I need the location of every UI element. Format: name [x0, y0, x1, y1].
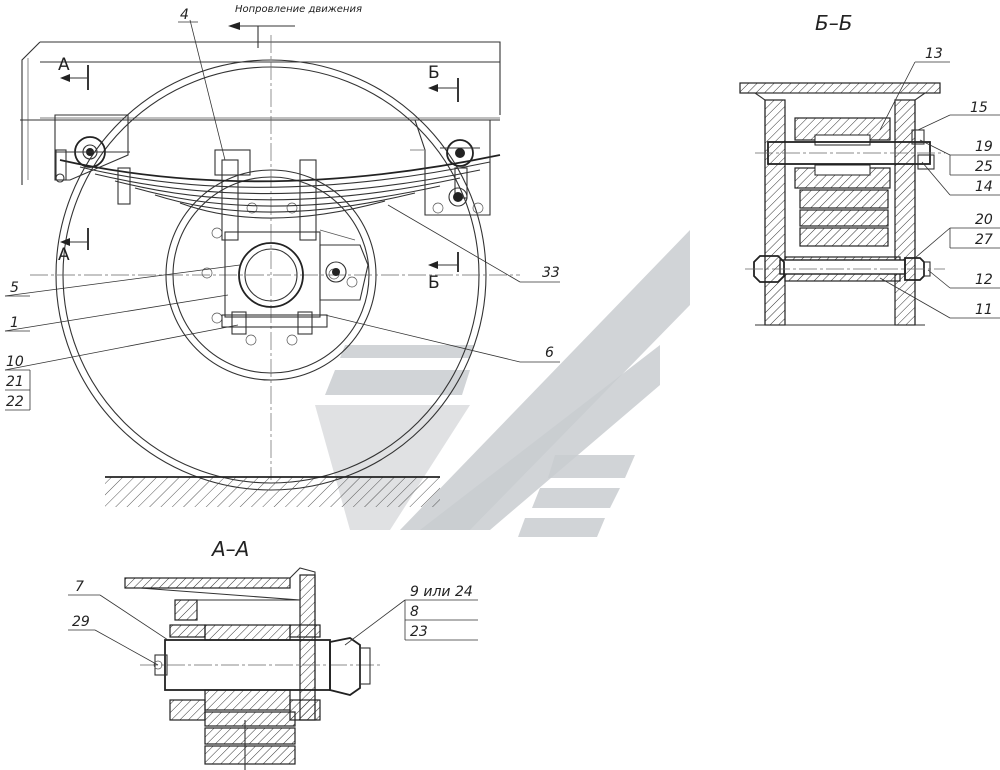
- main-view-callouts: 4 5 1 10 21 22 6 33: [4, 7, 560, 411]
- section-aa: А–А 7 29: [68, 537, 478, 770]
- label-21: 21: [6, 374, 24, 390]
- direction-label: Нопровление движения: [235, 4, 362, 15]
- label-27: 27: [975, 232, 993, 248]
- cut-a-bottom: А: [58, 245, 70, 265]
- section-aa-callouts: 7 29 9 или 24 8 23: [68, 579, 478, 666]
- label-5: 5: [10, 280, 19, 296]
- section-aa-title: А–А: [210, 537, 249, 561]
- label-20: 20: [975, 212, 993, 228]
- section-bb: Б–Б 13: [739, 11, 1000, 326]
- axle-housing: [214, 149, 369, 335]
- label-14: 14: [975, 179, 993, 195]
- direction-arrow: [228, 22, 295, 48]
- cut-a-top: А: [58, 55, 70, 75]
- label-10: 10: [6, 354, 24, 370]
- label-13: 13: [925, 46, 943, 62]
- section-bb-title: Б–Б: [815, 11, 852, 35]
- label-12: 12: [975, 272, 993, 288]
- cut-mark-a: А А: [58, 55, 89, 265]
- label-8: 8: [410, 604, 419, 620]
- front-spring-bracket: [54, 114, 130, 183]
- label-33: 33: [542, 265, 560, 281]
- leaf-spring: [59, 154, 501, 219]
- label-29: 29: [72, 614, 90, 630]
- label-22: 22: [6, 394, 24, 410]
- section-bb-callouts: 13 15 19 25 14 20 27 12 11: [879, 46, 1000, 319]
- rear-spring-bracket: [410, 119, 491, 216]
- label-1: 1: [10, 315, 19, 331]
- label-11: 11: [975, 302, 993, 318]
- label-4: 4: [180, 7, 189, 23]
- label-19: 19: [975, 139, 993, 155]
- cut-b-top: Б: [428, 63, 440, 83]
- label-23: 23: [410, 624, 428, 640]
- cut-b-bottom: Б: [428, 273, 440, 293]
- label-15: 15: [970, 100, 988, 116]
- label-9-or-24: 9 или 24: [410, 584, 473, 600]
- main-view: Нопровление движения: [4, 4, 560, 507]
- ground-surface: [105, 476, 440, 507]
- label-7: 7: [75, 579, 84, 595]
- label-25: 25: [975, 159, 993, 175]
- cut-mark-b: Б Б: [428, 63, 459, 293]
- wheel: [30, 35, 520, 491]
- label-6: 6: [545, 345, 554, 361]
